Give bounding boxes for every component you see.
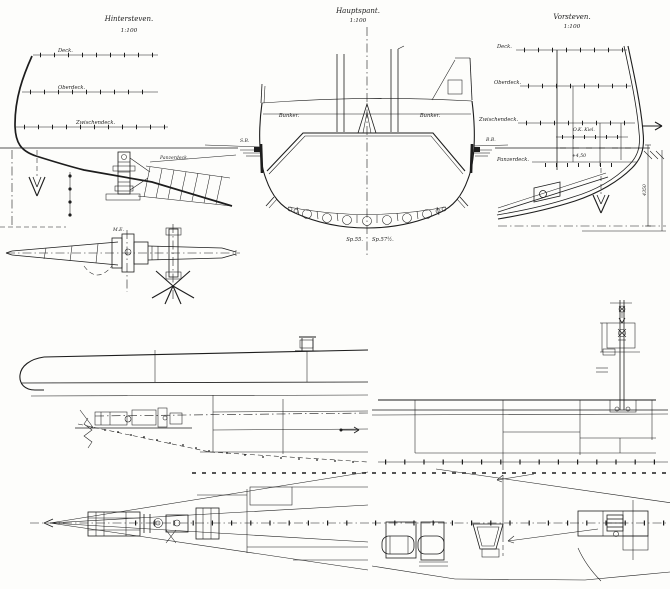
bow-zwischendeck-label: Zwischendeck. [478,117,518,123]
bow-section-drawing: Vorsteven. 1:100 Deck. Oberdeck. Zwische… [478,13,666,232]
bow-waterline-mark: +4,50 [572,153,586,159]
stern-zwischendeck-label: Zwischendeck. [75,120,115,126]
bunker-left-label: Bunker. [278,113,300,119]
stern-title: Hintersteven. [104,15,154,23]
aft-plan-drawing [30,471,370,571]
shaft-line-arrow-icon [339,426,360,434]
stern-down-arrow-icon [28,150,46,197]
baseline-arrow-icon [496,473,535,483]
bow-panzerdeck-label: Panzerdeck. [496,157,529,163]
aft-profile-drawing [19,336,369,463]
propeller-shaft-plan: M.E. [0,224,240,305]
bow-scale: 1:100 [564,24,581,30]
plan-leader-arrow-icon [507,528,599,544]
stern-panzerdeck-label: Panzerdeck. [159,155,189,161]
kiel-label: O.K. Kiel. [573,127,595,133]
main-frame-title: Hauptspant. [335,7,380,15]
stern-oberdeck-label: Oberdeck. [58,85,86,91]
bow-title: Vorsteven. [553,13,590,21]
bow-deck-label: Deck. [496,44,512,50]
main-frame-section-drawing: Hauptspant. 1:100 Bunker. Bunker. [204,7,509,256]
bow-down-arrow-icon [592,168,610,214]
bunker-right-label: Bunker. [419,113,441,119]
bow-oberdeck-label: Oberdeck. [494,80,522,86]
mid-plan-drawing [192,468,670,582]
bow-dimension-label: 4350 [642,184,648,197]
frame-label-left: Sp.55. [346,237,363,243]
bow-right-arrow-icon [642,121,663,131]
handwheel-top-icon [618,305,626,324]
waterline-mark-left: S.B. [240,138,250,144]
main-frame-scale: 1:100 [350,18,367,24]
waterline-mark-right: B.B. [485,137,496,143]
frame-label-right: Sp.57½. [372,236,394,243]
shaft-mark-label: M.E. [112,227,125,233]
mid-profile-drawing [371,300,669,483]
stern-scale: 1:100 [121,28,138,34]
handwheel-box-icon [617,328,627,341]
propeller-icon [151,270,195,305]
stern-deck-label: Deck. [57,48,73,54]
stern-section-drawing: Hintersteven. 1:100 Deck. Oberdeck. Zwis… [0,15,240,305]
